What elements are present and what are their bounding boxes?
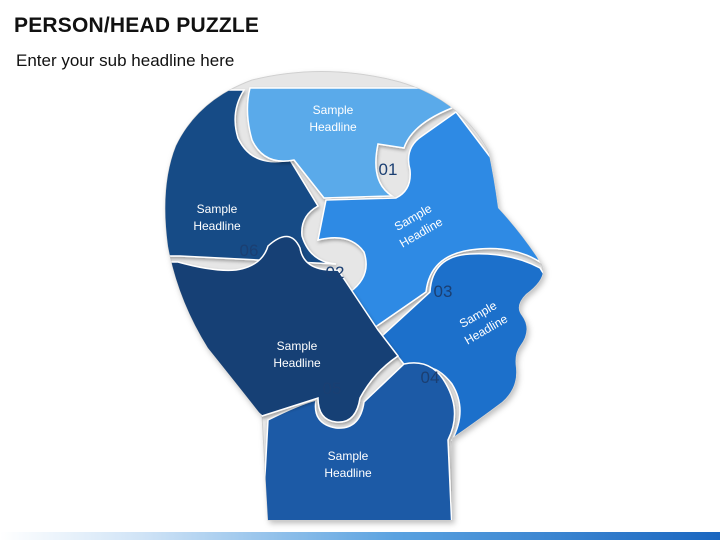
piece-04-line1: Sample [328,449,369,463]
piece-01-label: Sample Headline [309,103,357,134]
piece-06-line2: Headline [193,219,241,233]
piece-05-line2: Headline [273,356,321,370]
piece-01-number: 01 [379,160,398,179]
piece-01-line2: Headline [309,120,357,134]
puzzle-piece-02[interactable] [317,110,542,330]
piece-06-number: 06 [240,241,259,260]
puzzle-piece-01[interactable] [246,87,454,199]
piece-05-line1: Sample [277,339,318,353]
puzzle-piece-06[interactable] [150,89,337,265]
piece-04-label: Sample Headline [324,449,372,480]
piece-04-line2: Headline [324,466,372,480]
piece-01-line1: Sample [313,103,354,117]
bottom-gradient-bar [0,532,720,540]
piece-05-number: 05 [323,379,342,398]
piece-03-number: 03 [434,282,453,301]
puzzle-piece-04[interactable] [261,362,456,530]
piece-04-number: 04 [421,368,440,387]
piece-06-line1: Sample [197,202,238,216]
piece-06-label: Sample Headline [193,202,241,233]
page-title: PERSON/HEAD PUZZLE [14,14,260,37]
page-subtitle: Enter your sub headline here [16,51,235,70]
piece-05-label: Sample Headline [273,339,321,370]
piece-02-number: 02 [326,263,345,282]
